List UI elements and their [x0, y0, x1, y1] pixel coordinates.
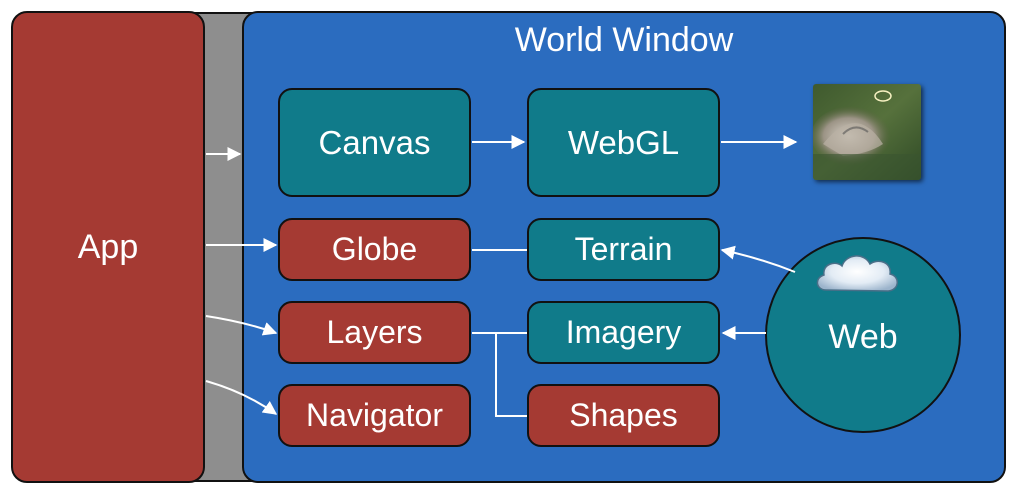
globe-node: Globe: [278, 218, 471, 281]
navigator-label: Navigator: [306, 397, 443, 433]
terrain-node: Terrain: [527, 218, 720, 281]
app-label: App: [77, 227, 139, 266]
terrain-label: Terrain: [574, 231, 673, 267]
globe-label: Globe: [331, 231, 418, 267]
shapes-label: Shapes: [569, 397, 678, 433]
webgl-label: WebGL: [567, 123, 680, 161]
imagery-label: Imagery: [565, 314, 682, 350]
webgl-node: WebGL: [527, 88, 720, 197]
canvas-label: Canvas: [318, 123, 431, 161]
shapes-node: Shapes: [527, 384, 720, 447]
cloud-icon: [816, 255, 898, 292]
navigator-node: Navigator: [278, 384, 471, 447]
world-window-title: World Window: [514, 21, 734, 59]
canvas-node: Canvas: [278, 88, 471, 197]
imagery-node: Imagery: [527, 301, 720, 364]
terrain-thumbnail-image: [813, 84, 921, 180]
web-label: Web: [828, 317, 898, 356]
layers-label: Layers: [326, 314, 423, 350]
layers-node: Layers: [278, 301, 471, 364]
app-box: App: [11, 11, 205, 483]
